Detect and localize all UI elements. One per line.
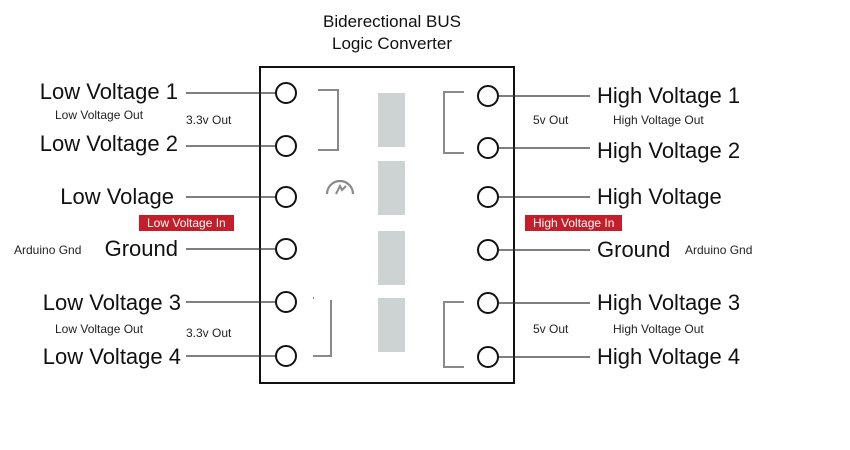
label-high-voltage-1: High Voltage 1 — [597, 83, 741, 108]
note-3v3-out-top: 3.3v Out — [186, 113, 232, 127]
badge-low-voltage-in: Low Voltage In — [139, 215, 234, 231]
label-high-voltage-2: High Voltage 2 — [597, 138, 741, 163]
label-high-voltage: High Voltage — [597, 184, 722, 209]
pad-low-voltage-4 — [275, 345, 297, 367]
component-block-3 — [378, 231, 405, 285]
pad-high-voltage-3 — [477, 292, 499, 314]
badge-high-voltage-in: High Voltage In — [525, 215, 623, 231]
bracket-high-top — [443, 91, 464, 154]
pad-high-voltage — [477, 186, 499, 208]
label-low-voltage-1: Low Voltage 1 — [39, 79, 178, 104]
note-5v-out-bottom: 5v Out — [533, 322, 569, 336]
note-arduino-gnd-right: Arduino Gnd — [685, 243, 753, 257]
label-ground-right: Ground — [597, 237, 671, 262]
component-block-1 — [378, 93, 405, 147]
label-low-voltage-3: Low Voltage 3 — [42, 290, 181, 315]
component-block-2 — [378, 161, 405, 215]
pad-low-voltage-2 — [275, 135, 297, 157]
diagram-title-line-2: Logic Converter — [331, 34, 452, 53]
note-high-voltage-out-top: High Voltage Out — [613, 113, 704, 127]
note-3v3-out-bottom: 3.3v Out — [186, 326, 232, 340]
pad-low-volage — [275, 186, 297, 208]
pad-high-voltage-1 — [477, 85, 499, 107]
board-outline — [259, 66, 515, 384]
label-low-voltage-4: Low Voltage 4 — [42, 344, 181, 369]
bracket-high-bottom — [443, 301, 464, 368]
bracket-low-top — [318, 89, 339, 151]
note-high-voltage-out-bottom: High Voltage Out — [613, 322, 704, 336]
note-low-voltage-out-bottom: Low Voltage Out — [55, 322, 144, 336]
pad-low-voltage-1 — [275, 82, 297, 104]
diagram-title-line-1: Biderectional BUS — [323, 12, 461, 31]
pad-low-voltage-3 — [275, 291, 297, 313]
pad-high-voltage-2 — [477, 137, 499, 159]
label-low-volage: Low Volage — [60, 184, 174, 209]
note-5v-out-top: 5v Out — [533, 113, 569, 127]
pad-ground-right — [477, 239, 499, 261]
label-low-voltage-2: Low Voltage 2 — [39, 131, 178, 156]
note-arduino-gnd-left: Arduino Gnd — [14, 243, 82, 257]
component-block-4 — [378, 298, 405, 352]
pad-high-voltage-4 — [477, 346, 499, 368]
label-high-voltage-3: High Voltage 3 — [597, 290, 741, 315]
label-ground-left: Ground — [104, 236, 178, 261]
bracket-low-bottom — [313, 300, 332, 357]
note-low-voltage-out-top: Low Voltage Out — [55, 108, 144, 122]
pad-ground-left — [275, 238, 297, 260]
board-logo-icon — [325, 179, 355, 195]
label-high-voltage-4: High Voltage 4 — [597, 344, 741, 369]
